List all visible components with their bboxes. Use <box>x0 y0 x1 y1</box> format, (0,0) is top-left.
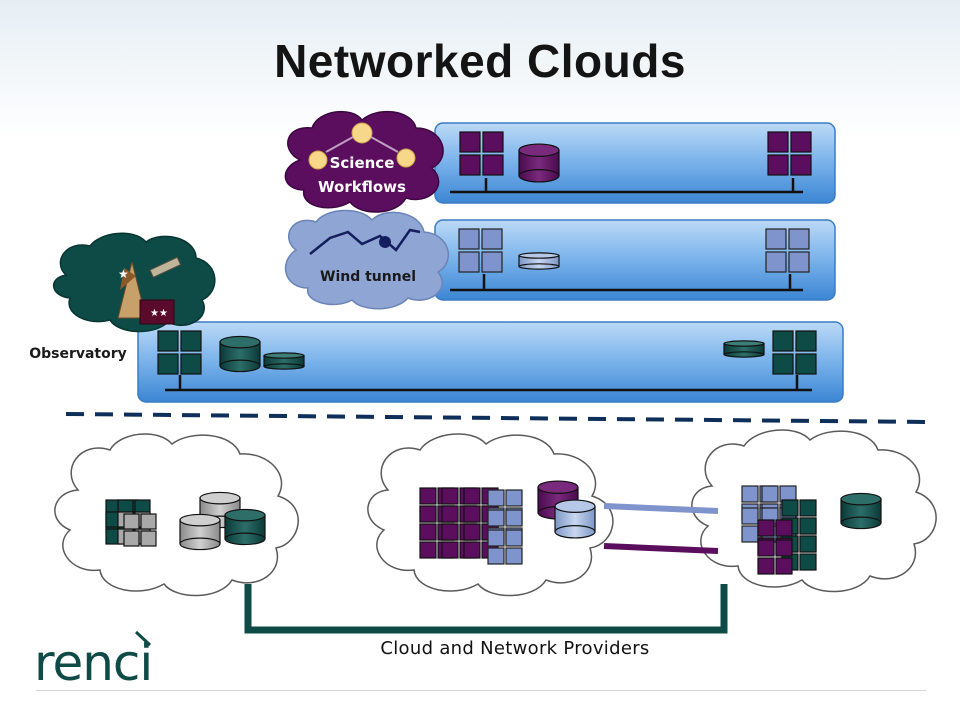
divider-dashed-line <box>65 412 931 424</box>
renci-logo: renci <box>34 630 153 692</box>
band-network-bus <box>450 178 803 194</box>
svg-text:★★: ★★ <box>150 308 168 319</box>
server-cluster <box>157 330 202 375</box>
storage-disk <box>518 252 560 270</box>
storage-disk <box>224 508 266 546</box>
wind-tunnel-label: Wind tunnel <box>320 269 416 285</box>
server-cluster <box>772 330 817 375</box>
wind-tunnel-cloud: Wind tunnel <box>284 209 449 310</box>
science-label-line2: Workflows <box>318 178 406 196</box>
storage-disk <box>840 492 882 530</box>
provider-contents <box>105 480 882 575</box>
server-cluster <box>458 228 503 273</box>
slice-band-observatory <box>137 321 844 403</box>
science-label-line1: Science <box>330 154 395 172</box>
observatory-cloud: ★★ ★ <box>53 232 216 333</box>
storage-disk <box>518 143 560 183</box>
storage-disk <box>554 499 596 539</box>
band-network-bus <box>165 375 812 392</box>
providers-caption: Cloud and Network Providers <box>380 638 650 659</box>
svg-text:★: ★ <box>118 267 129 281</box>
provider-cloud-left <box>54 433 299 597</box>
network-link-purple <box>603 543 719 554</box>
storage-disk <box>263 352 305 370</box>
server-cluster <box>487 529 523 565</box>
server-cluster <box>767 131 812 176</box>
band-contents <box>157 131 817 392</box>
provider-backbone-link <box>244 584 728 634</box>
server-cluster <box>757 539 793 575</box>
renci-logo-text: renci <box>34 634 152 692</box>
server-cluster <box>459 131 504 176</box>
server-cluster <box>765 228 810 273</box>
astronomer-icon: ★★ ★ <box>117 256 182 325</box>
storage-disk <box>179 513 221 551</box>
band-network-bus <box>450 274 803 292</box>
storage-disk <box>723 340 765 358</box>
observatory-label: Observatory <box>29 346 127 362</box>
storage-disk <box>219 335 261 373</box>
footer-rule <box>36 690 926 691</box>
network-link-blue <box>603 503 719 514</box>
science-workflows-cloud: Science Workflows <box>284 110 444 213</box>
server-cluster <box>123 513 157 547</box>
slide-title: Networked Clouds <box>274 35 686 87</box>
